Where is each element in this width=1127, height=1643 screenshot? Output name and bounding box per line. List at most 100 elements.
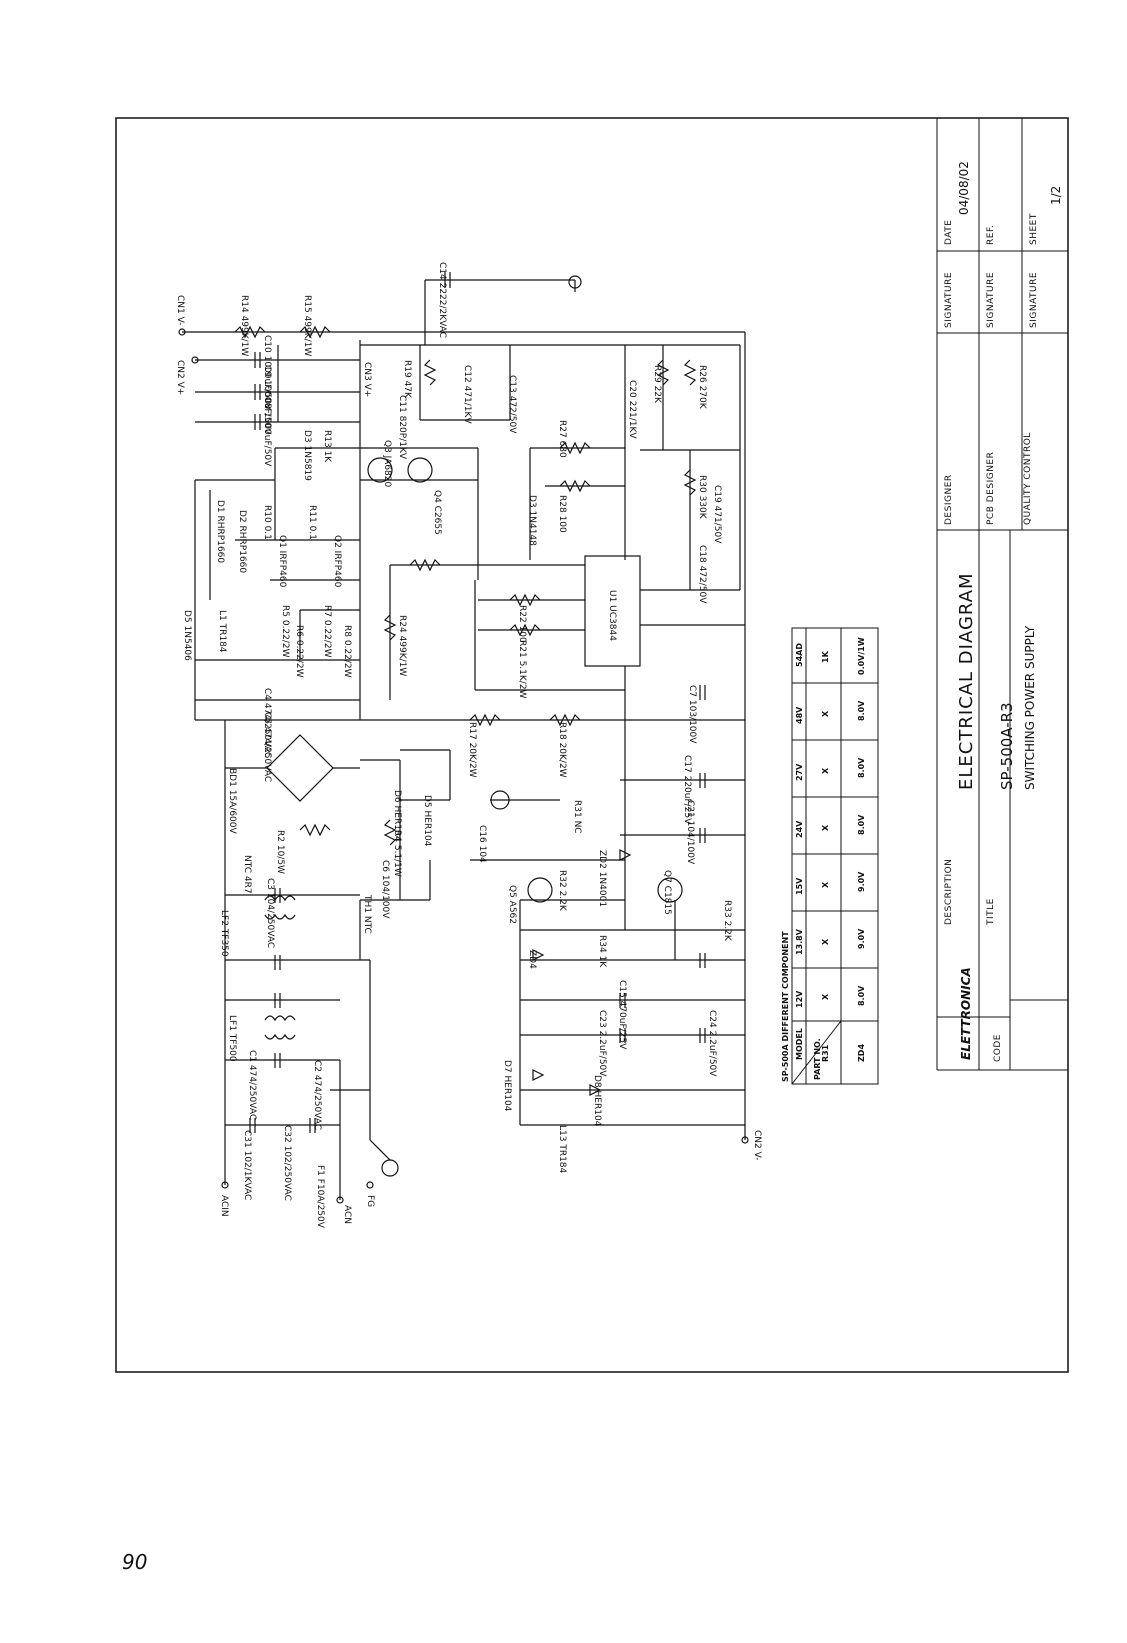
label-cn1: CN1 V- <box>175 295 185 325</box>
label-c7: C7 103/100V <box>687 685 697 744</box>
label-c13: C13 472/50V <box>507 375 517 434</box>
table-cell: X <box>821 881 830 888</box>
date-value: 04/08/02 <box>957 161 971 215</box>
label-lf2: LF2 TF350 <box>219 910 229 957</box>
label-r33: R33 2.2K <box>722 900 732 942</box>
label-q1: Q1 IRFP460 <box>277 535 287 588</box>
label-acn: ACN <box>342 1205 352 1224</box>
label-r17: R17 20K/2W <box>467 722 477 778</box>
label-c2: C2 474/250VAC <box>312 1060 322 1130</box>
label-r18: R18 20K/2W <box>557 722 567 778</box>
label-c16: C16 104 <box>477 825 487 863</box>
label-r30: R30 330K <box>697 475 707 520</box>
label-u1: U1 UC3844 <box>607 590 617 641</box>
sheet-value: 1/2 <box>1049 186 1063 205</box>
label-r2: R2 10/5W <box>275 830 285 874</box>
label-bd1: BD1 15A/600V <box>227 768 237 835</box>
label-c12: C12 471/1KV <box>462 365 472 424</box>
component-table <box>791 627 879 1085</box>
schematic-components <box>178 272 749 1204</box>
label-cn2: CN2 V+ <box>175 360 185 395</box>
table-cell: X <box>821 710 830 717</box>
label-c14: C14 2222/2KVAC <box>437 262 447 338</box>
label-d1: D1 RHRP1660 <box>215 500 225 563</box>
table-cell: X <box>821 824 830 831</box>
table-col: 13.8V <box>795 928 804 955</box>
label-c1: C1 474/250VAC <box>247 1050 257 1120</box>
designer-label: DESIGNER <box>944 474 954 525</box>
label-c18: C18 472/50V <box>697 545 707 604</box>
table-col: 15V <box>795 877 804 895</box>
label-d2: D2 RHRP1660 <box>237 510 247 573</box>
label-r11: R11 0.1 <box>307 505 317 540</box>
label-c6: C6 104/100V <box>380 860 390 919</box>
label-r34: R34 1K <box>597 935 607 968</box>
table-col: 27V <box>795 763 804 781</box>
label-r14: R14 499K/1W <box>239 295 249 356</box>
ic-u1 <box>584 555 641 667</box>
table-cell: 8.0V <box>857 814 866 835</box>
label-q2: Q2 IRFP460 <box>332 535 342 588</box>
label-r22: R22 100 <box>517 605 527 643</box>
label-r6: R6 0.22/2W <box>294 625 304 678</box>
label-c4: C4 474/250VAC <box>262 688 272 758</box>
ref-label: REF. <box>986 224 996 245</box>
label-r26: R26 270K <box>697 365 707 410</box>
label-d5b: D5 HER104 <box>422 795 432 847</box>
title-label: TITLE <box>986 898 996 926</box>
label-cn3: CN3 V+ <box>362 362 372 397</box>
table-cell: 8.0V <box>857 700 866 721</box>
table-cell: 0.0V/1W <box>857 637 866 675</box>
label-r28: R28 100 <box>557 495 567 533</box>
sheet-label: SHEET <box>1029 213 1039 245</box>
title-main: ELECTRICAL DIAGRAM <box>956 572 977 790</box>
page-number: 90 <box>122 1550 148 1574</box>
table-cell: 1K <box>821 650 830 663</box>
label-c23: C23 2.2uF/50V <box>597 1010 607 1077</box>
label-th1: TH1 NTC <box>362 894 372 934</box>
quality-control-label: QUALITY CONTROL <box>1023 432 1033 525</box>
label-r8: R8 0.22/2W <box>342 625 352 678</box>
label-q5: Q5 A562 <box>507 885 517 924</box>
label-cn2-minus: CN2 V- <box>752 1130 762 1160</box>
label-r4: R4 5.1/1W <box>392 830 402 877</box>
label-c19: C19 471/50V <box>712 485 722 544</box>
label-c8: C8 1000uF/50V <box>262 397 272 467</box>
table-cell: 9.0V <box>857 871 866 892</box>
label-lf1: LF1 TF500 <box>227 1015 237 1062</box>
label-q7: Q7 C1815 <box>662 870 672 915</box>
label-l1: L1 TR184 <box>217 610 227 653</box>
table-col: 48V <box>795 706 804 724</box>
pcb-designer-label: PCB DESIGNER <box>986 452 996 525</box>
label-f1: F1 F10A/250V <box>315 1165 325 1229</box>
company-logo: ELETTRONICA <box>959 967 973 1060</box>
label-r19: R19 47K <box>402 360 412 399</box>
label-r31: R31 NC <box>572 800 582 834</box>
label-c10: C10 1000uF/50V <box>262 335 272 411</box>
label-c20: C20 221/1KV <box>627 380 637 439</box>
label-q4: Q4 C2655 <box>432 490 442 535</box>
label-c3: C3 104/250VAC <box>265 878 275 948</box>
label-c15: C15 470uF/25V <box>617 980 627 1050</box>
title-sub: SWITCHING POWER SUPPLY <box>1023 625 1037 790</box>
label-c21: C21 104/100V <box>685 800 695 865</box>
label-c9: C9 1000uF/50V <box>262 365 272 435</box>
code-label: CODE <box>993 1034 1003 1062</box>
label-d3b: D3 1N4148 <box>527 495 537 546</box>
table-col: 54AD <box>795 643 804 667</box>
label-r10: R10 0.1 <box>262 505 272 540</box>
signature-label-1: SIGNATURE <box>944 272 954 328</box>
table-cell: X <box>821 938 830 945</box>
label-d7: D7 HER104 <box>502 1060 512 1112</box>
label-c17: C17 220uF/25V <box>682 755 692 825</box>
label-r29: R29 22K <box>652 365 662 404</box>
table-cell: 8.0V <box>857 757 866 778</box>
signature-label-3: SIGNATURE <box>1029 272 1039 328</box>
label-c31: C31 102/1KVAC <box>242 1130 252 1200</box>
table-part: ZD4 <box>857 1044 866 1062</box>
table-col: 24V <box>795 820 804 838</box>
label-r15: R15 499K/1W <box>302 295 312 356</box>
label-l13: L13 TR184 <box>557 1125 567 1174</box>
drawing-border <box>115 117 1069 1373</box>
